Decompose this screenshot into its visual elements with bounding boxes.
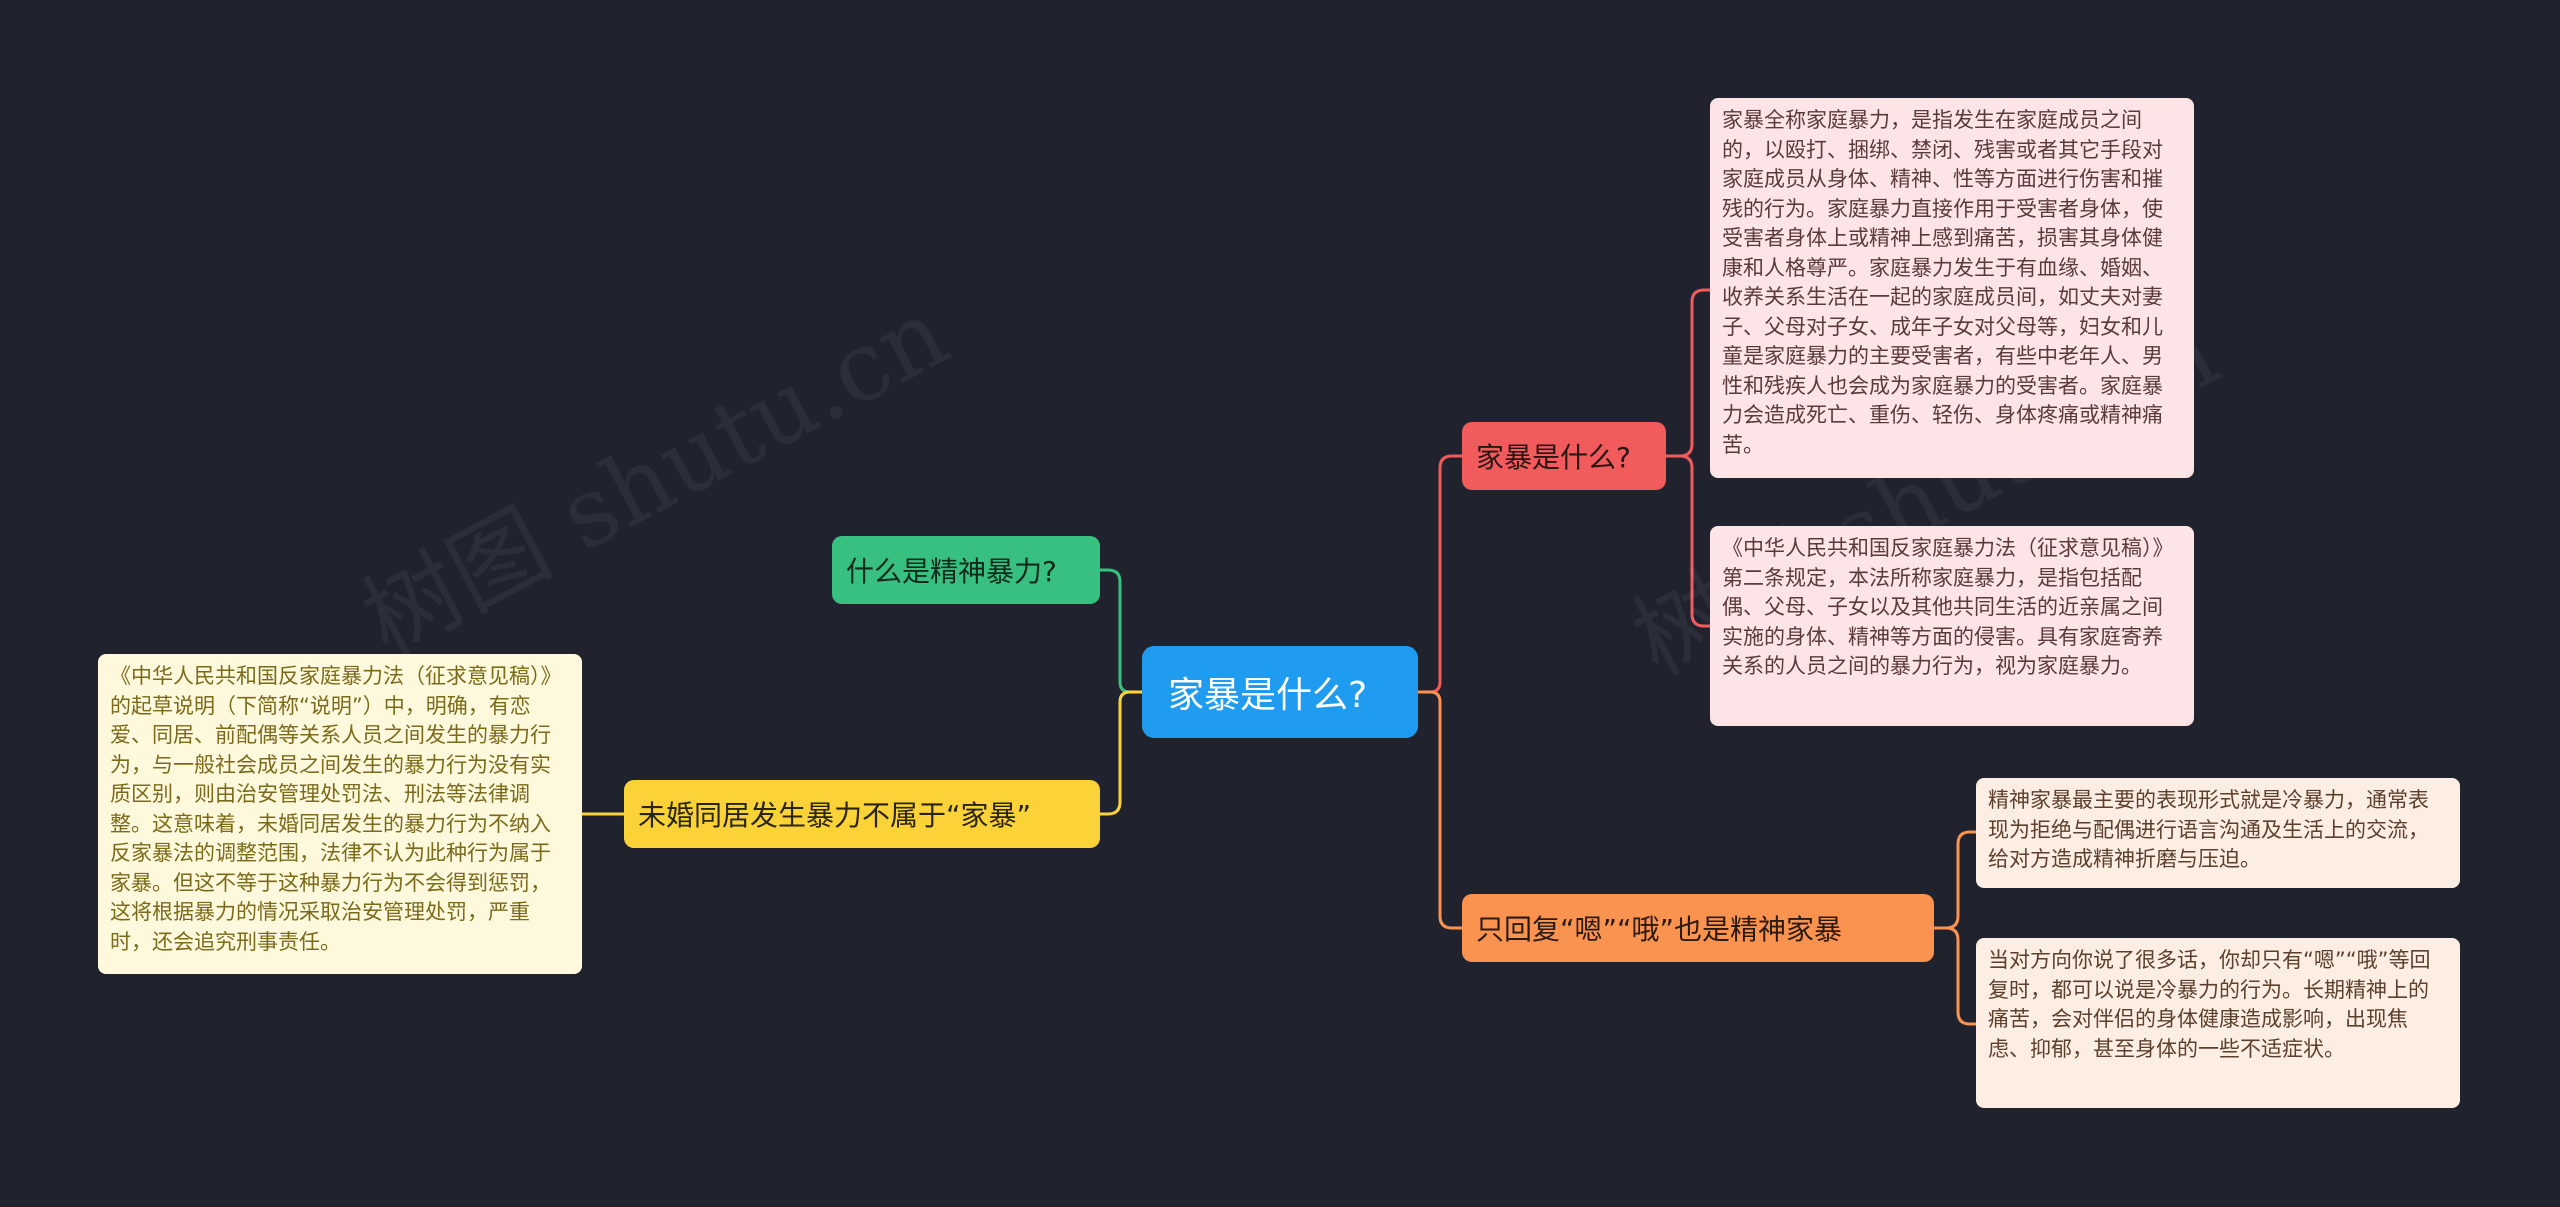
root-node[interactable]: 家暴是什么?	[1142, 646, 1418, 738]
link-root-what	[1418, 454, 1462, 694]
root-label: 家暴是什么?	[1168, 675, 1368, 716]
note-definition-text: 家暴全称家庭暴力，是指发生在家庭成员之间的，以殴打、捆绑、禁闭、残害或者其它手段…	[1722, 108, 2163, 457]
topic-what-label: 家暴是什么?	[1476, 441, 1631, 474]
link-reply-note-1	[1934, 830, 1976, 930]
note-reply-effects: 当对方向你说了很多话，你却只有“嗯”“哦”等回复时，都可以说是冷暴力的行为。长期…	[1976, 938, 2460, 1108]
note-cold-violence: 精神家暴最主要的表现形式就是冷暴力，通常表现为拒绝与配偶进行语言沟通及生活上的交…	[1976, 778, 2460, 888]
link-root-mental	[1100, 568, 1142, 694]
link-what-note-2	[1666, 454, 1710, 628]
link-root-reply	[1418, 690, 1462, 930]
link-reply-note-2	[1934, 926, 1976, 1026]
link-what-note-1	[1666, 288, 1710, 458]
topic-what-is-domestic-violence[interactable]: 家暴是什么?	[1462, 422, 1666, 490]
note-cohabitation-law: 《中华人民共和国反家庭暴力法（征求意见稿）》的起草说明（下简称“说明”）中，明确…	[98, 654, 582, 974]
note-definition: 家暴全称家庭暴力，是指发生在家庭成员之间的，以殴打、捆绑、禁闭、残害或者其它手段…	[1710, 98, 2194, 478]
link-root-cohabit	[1100, 690, 1142, 816]
note-cohabitation-law-text: 《中华人民共和国反家庭暴力法（征求意见稿）》的起草说明（下简称“说明”）中，明确…	[110, 664, 562, 954]
topic-cohabit-label: 未婚同居发生暴力不属于“家暴”	[638, 799, 1032, 832]
topic-cold-reply[interactable]: 只回复“嗯”“哦”也是精神家暴	[1462, 894, 1934, 962]
note-law-article: 《中华人民共和国反家庭暴力法（征求意见稿）》第二条规定，本法所称家庭暴力，是指包…	[1710, 526, 2194, 726]
topic-reply-label: 只回复“嗯”“哦”也是精神家暴	[1476, 913, 1843, 946]
note-law-article-text: 《中华人民共和国反家庭暴力法（征求意见稿）》第二条规定，本法所称家庭暴力，是指包…	[1722, 536, 2174, 678]
topic-mental-label: 什么是精神暴力?	[846, 555, 1057, 588]
note-reply-effects-text: 当对方向你说了很多话，你却只有“嗯”“哦”等回复时，都可以说是冷暴力的行为。长期…	[1988, 948, 2431, 1061]
topic-mental-violence[interactable]: 什么是精神暴力?	[832, 536, 1100, 604]
topic-unmarried-cohabitation[interactable]: 未婚同居发生暴力不属于“家暴”	[624, 780, 1100, 848]
note-cold-violence-text: 精神家暴最主要的表现形式就是冷暴力，通常表现为拒绝与配偶进行语言沟通及生活上的交…	[1988, 788, 2429, 871]
